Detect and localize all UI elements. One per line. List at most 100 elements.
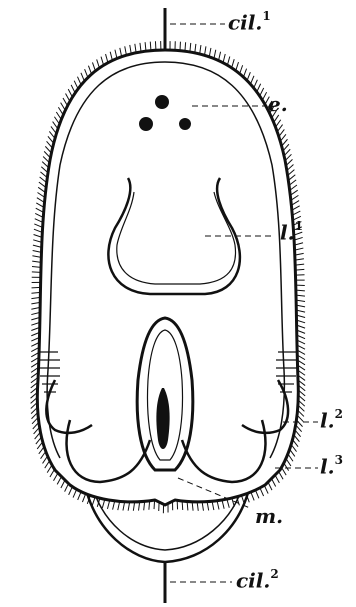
cilium: [275, 475, 279, 483]
label-e: e.: [268, 94, 288, 114]
cilium: [236, 62, 239, 71]
cilium: [47, 465, 52, 473]
eyespot-3: [179, 118, 191, 130]
cilium: [92, 62, 95, 71]
cilium: [227, 56, 229, 65]
cilium: [39, 447, 44, 454]
cilium: [45, 461, 50, 469]
cilium: [205, 46, 206, 55]
cilium: [51, 126, 56, 133]
cilium: [41, 451, 46, 458]
cilium: [284, 149, 290, 156]
cilium: [268, 482, 272, 490]
cilium: [295, 269, 304, 270]
cilium: [284, 463, 289, 471]
label-l2: l.2: [320, 410, 343, 431]
cilium: [251, 492, 254, 500]
cilium: [200, 45, 201, 54]
cilium: [97, 59, 100, 68]
cilium: [56, 112, 61, 119]
cilium: [47, 141, 53, 148]
cilium: [78, 492, 81, 500]
cilium: [140, 43, 141, 52]
cilium: [61, 480, 65, 488]
cilium: [282, 139, 288, 146]
cilium: [110, 52, 112, 61]
cilium: [214, 50, 216, 59]
cilium: [77, 77, 81, 85]
cilium: [48, 136, 54, 143]
cilium: [130, 45, 131, 54]
cilium: [288, 454, 293, 461]
cilium: [57, 476, 61, 484]
label-l1: l.1: [280, 222, 303, 243]
cilium: [272, 478, 276, 486]
cilium: [32, 287, 41, 288]
cilium: [279, 471, 284, 479]
cilium: [150, 42, 151, 51]
label-cil1: cil.1: [228, 12, 271, 33]
cilium: [82, 494, 85, 502]
cilium: [63, 98, 67, 106]
cilium: [274, 115, 279, 122]
cilium: [58, 107, 63, 115]
cilium: [254, 80, 258, 88]
eyespot-1: [155, 95, 169, 109]
cilium: [247, 72, 250, 80]
eyespot-2: [139, 117, 153, 131]
cilium: [255, 490, 258, 498]
cilium: [257, 84, 261, 92]
cilium: [71, 85, 75, 93]
cilium: [101, 57, 104, 66]
cilium: [61, 103, 66, 111]
cilium: [264, 485, 268, 493]
cilium: [232, 59, 235, 68]
cilium: [32, 272, 41, 273]
cilium: [260, 88, 264, 96]
cilium: [293, 440, 299, 447]
cilium: [286, 458, 291, 466]
cilium: [195, 44, 196, 53]
cilium: [262, 92, 266, 100]
cilium: [243, 69, 246, 77]
cilium: [88, 66, 91, 74]
cilium: [135, 44, 136, 53]
cilium: [290, 449, 295, 456]
cilium: [260, 488, 264, 496]
cilium: [219, 52, 221, 61]
cilium: [240, 65, 243, 74]
cilium: [106, 54, 108, 63]
cilium: [65, 484, 69, 492]
cilium: [291, 444, 296, 451]
cilium: [281, 467, 286, 475]
cilium: [250, 76, 253, 84]
cilium: [69, 487, 73, 495]
cilium: [53, 473, 57, 481]
cilium: [43, 456, 48, 463]
cilium: [285, 154, 291, 160]
cilium: [276, 120, 281, 127]
cilium: [44, 151, 50, 157]
cilium: [37, 442, 43, 449]
cilium: [294, 435, 300, 442]
cilium: [54, 117, 59, 124]
label-cil2: cil.2: [236, 570, 279, 591]
cilium: [277, 125, 282, 132]
cilium: [115, 50, 117, 59]
cilium: [279, 129, 285, 136]
cilium: [36, 437, 42, 444]
cilium: [68, 89, 72, 97]
cilium: [154, 500, 155, 509]
cilium: [185, 42, 186, 51]
cilium: [45, 146, 51, 153]
cilium: [85, 69, 88, 77]
cilium: [280, 134, 286, 141]
cilium: [125, 46, 127, 55]
cilium: [66, 94, 70, 102]
cilium: [120, 48, 122, 57]
cilium: [74, 81, 78, 89]
label-l3: l.3: [320, 456, 343, 477]
cilium: [73, 489, 77, 497]
